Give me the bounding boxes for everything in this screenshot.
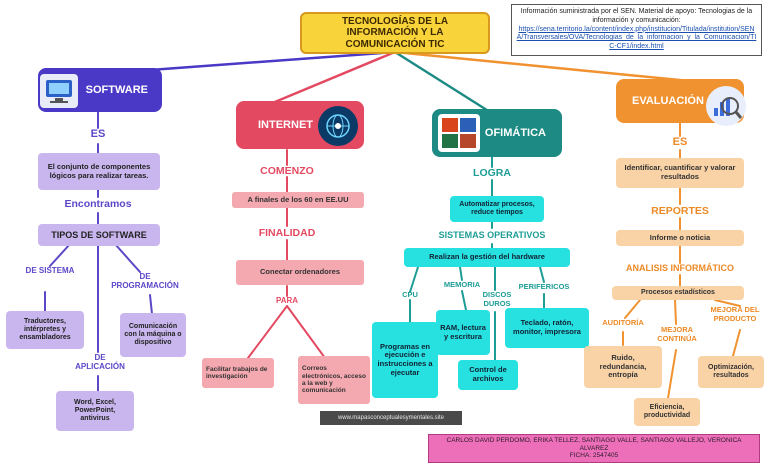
evaluacion-mejora-continua-text: Eficiencia, productividad (643, 403, 691, 419)
ofimatica-sistemas-box: Realizan la gestión del hardware (404, 248, 570, 267)
evaluacion-reportes-text: Informe o noticia (649, 232, 711, 242)
software-encontramos: Encontramos (64, 198, 132, 210)
ofimatica-cpu: CPU (402, 290, 418, 299)
authors-footer: CARLOS DAVID PERDOMO, ERIKA TELLEZ, SANT… (428, 434, 760, 463)
software-programacion-box: Comunicación con la máquina o dispositiv… (120, 313, 186, 357)
evaluacion-es: ES (672, 136, 688, 148)
map-title: TECNOLOGÍAS DE LA INFORMACIÓN Y LA COMUN… (300, 12, 490, 54)
ofimatica-sistemas: SISTEMAS OPERATIVOS (438, 230, 546, 240)
evaluacion-analisis-text: Procesos estadísticos (641, 288, 715, 296)
software-aplicacion-text: Word, Excel, PowerPoint, antivirus (74, 398, 116, 423)
internet-label: INTERNET (258, 118, 313, 131)
ofimatica-memoria-text: RAM, lectura y escritura (440, 322, 486, 341)
ofimatica-label: OFIMÁTICA (484, 126, 546, 139)
internet-para-box-2: Correos electrónicos, acceso a la web y … (298, 356, 370, 404)
ofimatica-discos-box: Control de archivos (458, 360, 518, 390)
internet-para-box-1: Facilitar trabajos de investigación (202, 358, 274, 388)
authors-ficha: FICHA: 2547405 (569, 452, 619, 460)
internet-comenzo: COMENZO (260, 165, 314, 177)
ofimatica-logra: LOGRA (473, 167, 511, 179)
ofimatica-sistemas-text: Realizan la gestión del hardware (429, 252, 545, 262)
software-definition-text: El conjunto de componentes lógicos para … (47, 161, 151, 180)
source-note: Información suministrada por el SEN. Mat… (511, 4, 762, 56)
internet-comenzo-box: A finales de los 60 en EE.UU (232, 192, 364, 208)
evaluacion-auditoria-text: Ruido, redundancia, entropía (599, 353, 647, 380)
software-tipos: TIPOS DE SOFTWARE (38, 224, 160, 246)
internet-finalidad-text: Conectar ordenadores (259, 267, 341, 277)
ofimatica-logra-box: Automatizar procesos, reduce tiempos (450, 196, 544, 222)
source-text: Información suministrada por el SEN. Mat… (520, 8, 753, 24)
software-es: ES (90, 128, 106, 140)
evaluacion-analisis: ANALISIS INFORMÁTICO (626, 263, 734, 273)
watermark: www.mapasconceptualesymentales.site (320, 411, 462, 425)
ofimatica-memoria-box: RAM, lectura y escritura (436, 310, 490, 355)
evaluacion-label: EVALUACIÓN (632, 94, 704, 107)
map-title-text: TECNOLOGÍAS DE LA INFORMACIÓN Y LA COMUN… (341, 15, 449, 50)
ofimatica-perifericos-box: Teclado, ratón, monitor, impresora (505, 308, 589, 348)
evaluacion-mejora-continua: MEJORA CONTINÚA (657, 325, 697, 343)
software-aplicacion-label: DE APLICACIÓN (75, 353, 125, 372)
ofimatica-cpu-text: Programas en ejecución e instrucciones a… (377, 341, 433, 377)
internet-para-text-1: Facilitar trabajos de investigación (206, 365, 268, 380)
evaluacion-reportes: REPORTES (651, 205, 709, 217)
evaluacion-auditoria: AUDITORÍA (602, 318, 644, 327)
authors-names: CARLOS DAVID PERDOMO, ERIKA TELLEZ, SANT… (446, 437, 742, 452)
evaluacion-auditoria-box: Ruido, redundancia, entropía (584, 346, 662, 388)
evaluacion-mejora-producto-box: Optimización, resultados (698, 356, 764, 388)
internet-finalidad-box: Conectar ordenadores (236, 260, 364, 285)
internet-finalidad: FINALIDAD (258, 227, 316, 239)
internet-para-text-2: Correos electrónicos, acceso a la web y … (302, 365, 366, 395)
software-definition: El conjunto de componentes lógicos para … (38, 153, 160, 190)
software-programacion-text: Comunicación con la máquina o dispositiv… (124, 322, 182, 347)
software-sistema-text: Traductores, intérpretes y ensambladores (19, 317, 71, 342)
source-url[interactable]: https://sena.territorio.la/content/index… (516, 25, 757, 51)
ofimatica-logra-text: Automatizar procesos, reduce tiempos (459, 200, 535, 216)
software-sistema-box: Traductores, intérpretes y ensambladores (6, 311, 84, 349)
software-label: SOFTWARE (85, 83, 148, 96)
evaluacion-mejora-producto-text: Optimización, resultados (708, 363, 754, 379)
office-suite-icon (438, 114, 480, 152)
evaluacion-analisis-box: Procesos estadísticos (612, 286, 744, 300)
ofimatica-memoria: MEMORIA (443, 280, 481, 289)
ofimatica-discos-text: Control de archivos (469, 365, 507, 383)
ofimatica-perifericos-text: Teclado, ratón, monitor, impresora (513, 318, 581, 336)
software-sistema-label: DE SISTEMA (25, 266, 75, 275)
computer-icon (40, 74, 78, 108)
ofimatica-discos: DISCOS DUROS (482, 290, 512, 308)
internet-comenzo-text: A finales de los 60 en EE.UU (247, 194, 349, 204)
software-aplicacion-box: Word, Excel, PowerPoint, antivirus (56, 391, 134, 431)
magnifier-chart-icon (706, 86, 746, 126)
software-programacion-label: DE PROGRAMACIÓN (111, 272, 179, 291)
software-tipos-text: TIPOS DE SOFTWARE (51, 229, 147, 240)
evaluacion-es-box: Identificar, cuantificar y valorar resul… (616, 158, 744, 188)
globe-network-icon (318, 106, 358, 146)
evaluacion-es-text: Identificar, cuantificar y valorar resul… (624, 163, 736, 181)
evaluacion-mejora-producto: MEJORA DEL PRODUCTO (710, 305, 760, 323)
evaluacion-reportes-box: Informe o noticia (616, 230, 744, 246)
watermark-text: www.mapasconceptualesymentales.site (337, 414, 445, 421)
ofimatica-perifericos: PERIFERICOS (518, 282, 570, 291)
internet-para: PARA (275, 296, 299, 305)
ofimatica-cpu-box: Programas en ejecución e instrucciones a… (372, 322, 438, 398)
evaluacion-mejora-continua-box: Eficiencia, productividad (634, 398, 700, 426)
